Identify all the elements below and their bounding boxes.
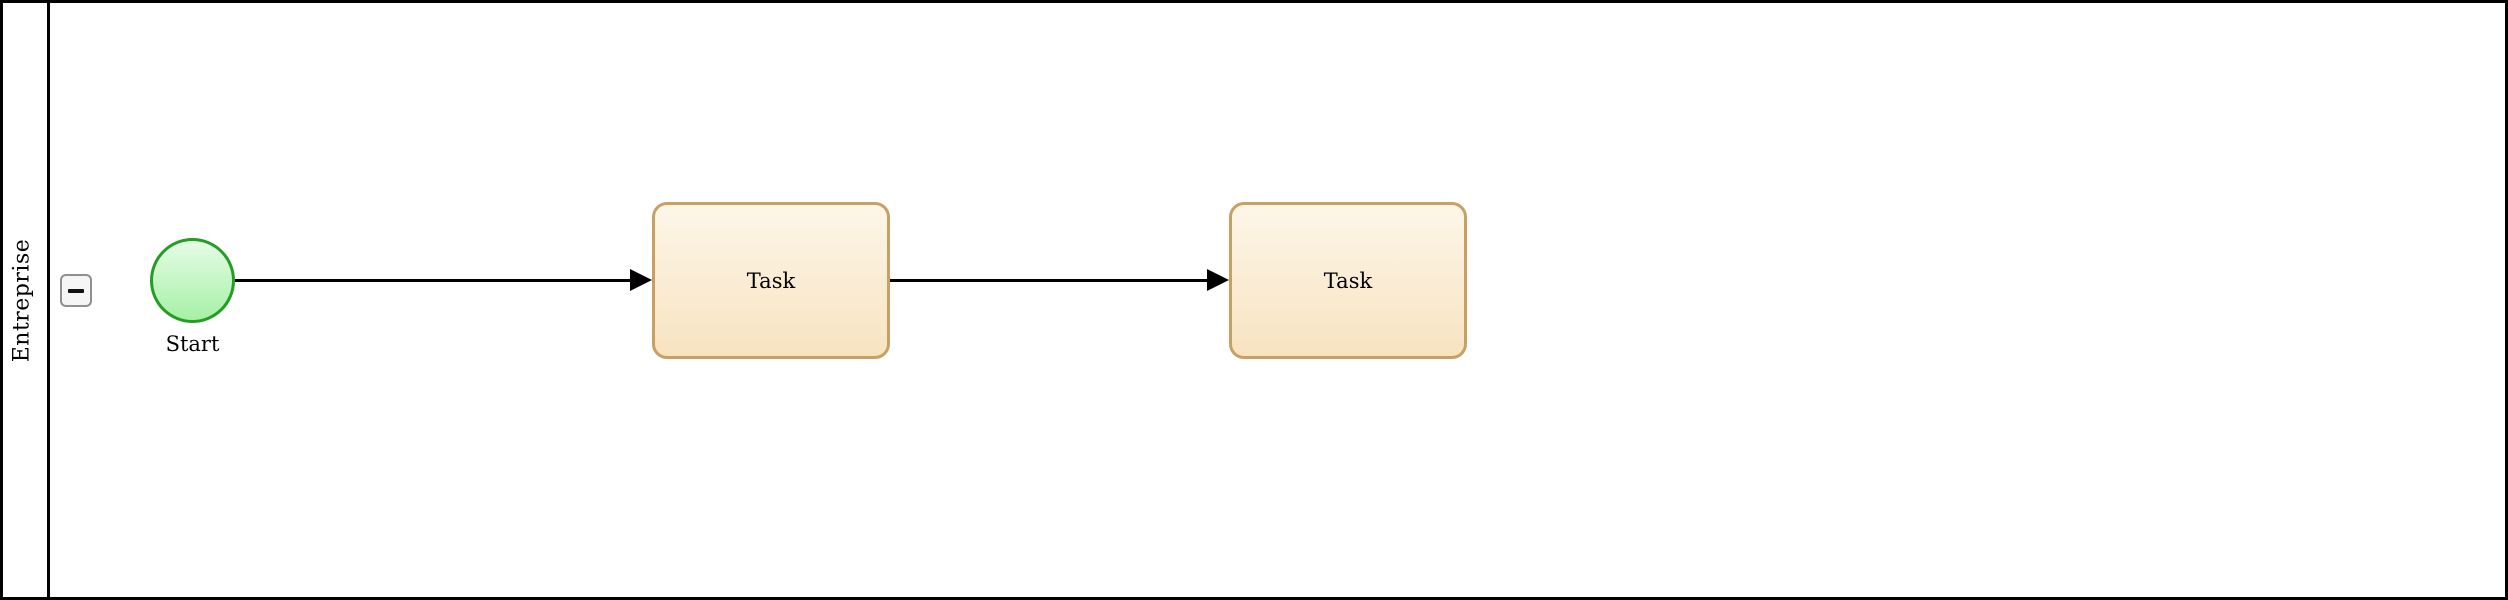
flow-line	[235, 279, 630, 282]
task-1[interactable]: Task	[652, 202, 890, 359]
collapse-button[interactable]	[60, 274, 92, 307]
flow-line	[890, 279, 1207, 282]
lane-header-entreprise[interactable]: Entreprise	[0, 0, 50, 600]
task-1-label: Task	[746, 268, 796, 293]
minus-icon	[68, 288, 84, 293]
arrowhead-icon	[630, 269, 652, 291]
arrowhead-icon	[1207, 269, 1229, 291]
start-event-label: Start	[165, 332, 220, 356]
task-2[interactable]: Task	[1229, 202, 1467, 359]
task-2-label: Task	[1323, 268, 1373, 293]
start-event[interactable]	[150, 238, 235, 323]
lane-title: Entreprise	[9, 238, 34, 362]
